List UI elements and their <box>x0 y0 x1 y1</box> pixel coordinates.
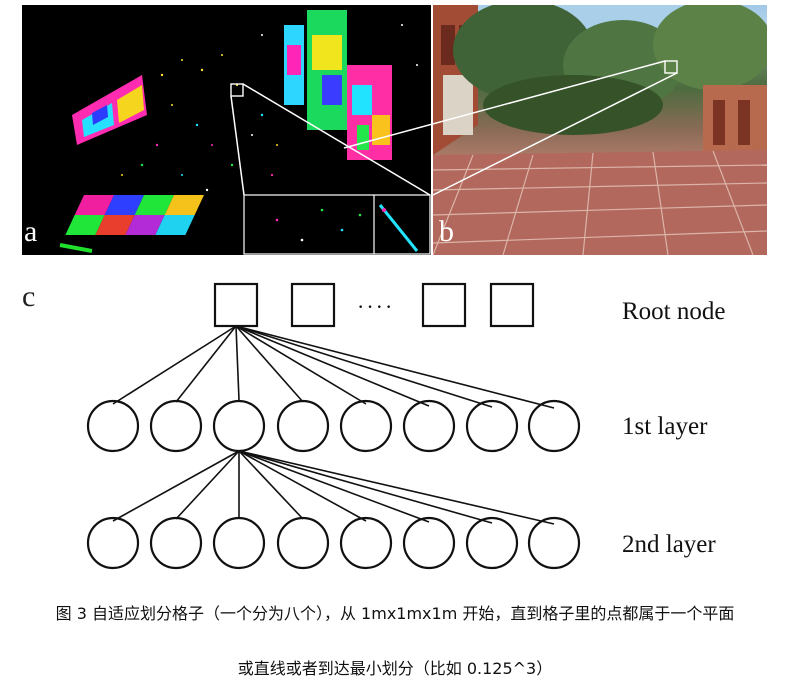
layer2-node <box>527 516 581 570</box>
layer1-node <box>465 399 519 453</box>
left-wall <box>72 75 147 145</box>
layer1-node <box>86 399 140 453</box>
layer1-node <box>149 399 203 453</box>
layer1-node <box>527 399 581 453</box>
root-edges <box>112 325 555 409</box>
trees <box>453 5 767 135</box>
zoom-box-a <box>230 83 244 97</box>
root-node-label: Root node <box>622 298 726 325</box>
octree-diagram: ···· <box>86 282 581 570</box>
panel-c-label: c <box>22 280 36 313</box>
layer2-node <box>402 516 456 570</box>
layer2-node <box>465 516 519 570</box>
layer1-nodes <box>86 399 581 453</box>
caption-line2: 或直线或者到达最小划分（比如 0.125^3） <box>237 659 553 678</box>
layer1-node <box>339 399 393 453</box>
layer1-edges <box>112 450 555 525</box>
panel-a-label: a <box>24 215 38 248</box>
layer1-node <box>276 399 330 453</box>
point-cloud-image: a <box>22 5 431 255</box>
caption-line1: 图 3 自适应划分格子（一个分为八个），从 1mx1mx1m 开始，直到格子里的… <box>55 604 735 623</box>
zoom-connector-lines <box>230 60 678 196</box>
layer2-node <box>276 516 330 570</box>
checkerboard-floor <box>65 195 204 235</box>
axis-line <box>59 243 93 253</box>
zoom-box-b <box>664 60 678 74</box>
root-node-square <box>290 282 336 328</box>
layer1-label: 1st layer <box>622 413 708 440</box>
root-node-square <box>421 282 467 328</box>
ellipsis: ···· <box>357 294 394 319</box>
layer2-node <box>339 516 393 570</box>
layer2-label: 2nd layer <box>622 531 716 558</box>
layer2-nodes <box>86 516 581 570</box>
brick-plaza <box>433 150 767 255</box>
zoom-inset <box>243 194 431 255</box>
layer2-node <box>86 516 140 570</box>
street-photo-svg <box>433 5 767 255</box>
layer1-node <box>402 399 456 453</box>
layer2-node <box>212 516 266 570</box>
root-node-square <box>213 282 259 328</box>
layer1-node <box>212 399 266 453</box>
root-node-square <box>489 282 535 328</box>
street-photo: b <box>433 5 767 255</box>
panel-b-label: b <box>439 215 454 248</box>
layer2-node <box>149 516 203 570</box>
